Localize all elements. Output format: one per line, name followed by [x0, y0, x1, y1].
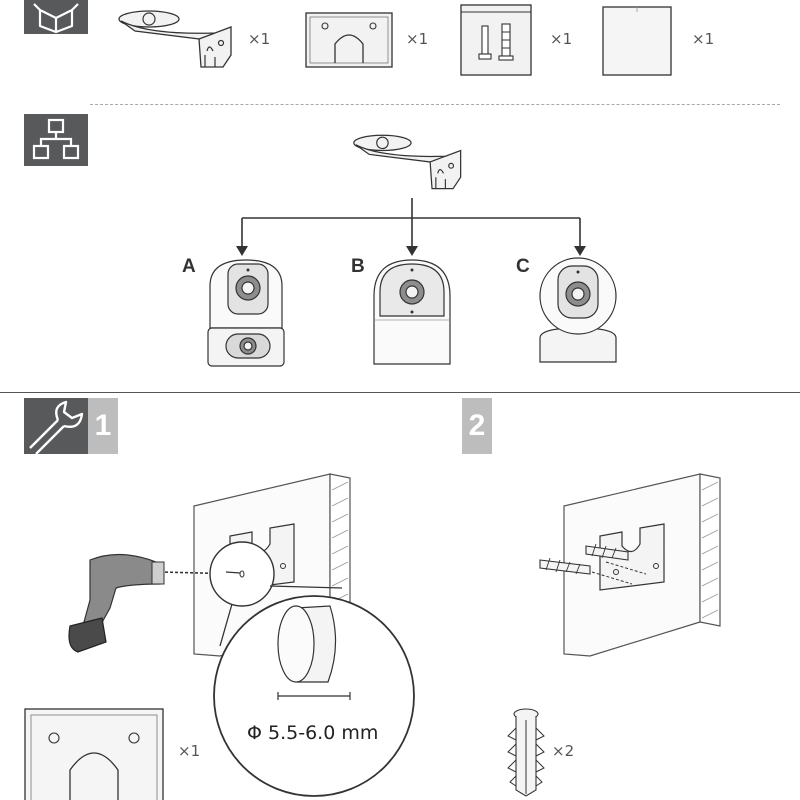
- quick-guide-icon: [602, 6, 672, 76]
- box-contents-badge: [24, 0, 88, 34]
- variant-label-b: B: [351, 256, 365, 277]
- camera-pan-tilt-icon: [539, 257, 617, 363]
- wrench-icon: [29, 400, 84, 454]
- variant-label-a: A: [182, 256, 196, 277]
- variant-label-c: C: [516, 256, 530, 277]
- hole-magnifier: [209, 541, 415, 797]
- screw-pack-quantity: ×1: [550, 30, 573, 48]
- step-1-number: 1: [88, 398, 118, 454]
- template-quantity: ×1: [406, 30, 429, 48]
- screw-pack-icon: [460, 4, 532, 76]
- compatibility-arrows: [236, 198, 586, 256]
- template-step1-quantity: ×1: [178, 742, 201, 760]
- open-box-icon: [33, 3, 79, 34]
- camera-dual-lens-icon: [207, 259, 285, 367]
- step-2-number: 2: [462, 398, 492, 454]
- section-divider-solid: [0, 392, 800, 393]
- installation-badge: [24, 398, 88, 454]
- bracket-quantity: ×1: [248, 30, 271, 48]
- hole-diameter-spec: Φ 5.5-6.0 mm: [247, 722, 379, 744]
- wall-anchor-icon: [507, 708, 545, 797]
- wall-panel-step2: [563, 473, 721, 657]
- mounting-template-step1: [24, 708, 164, 800]
- camera-dome-icon: [373, 259, 451, 365]
- mounting-template-icon: [305, 12, 393, 68]
- guide-quantity: ×1: [692, 30, 715, 48]
- wall-bracket-icon: [118, 10, 232, 68]
- compatibility-badge: [24, 114, 88, 166]
- anchor-quantity: ×2: [552, 742, 575, 760]
- wall-anchors-inserted: [539, 543, 647, 585]
- section-divider-dashed: [90, 104, 780, 105]
- bracket-compat-icon: [353, 134, 462, 190]
- hierarchy-icon: [32, 118, 80, 160]
